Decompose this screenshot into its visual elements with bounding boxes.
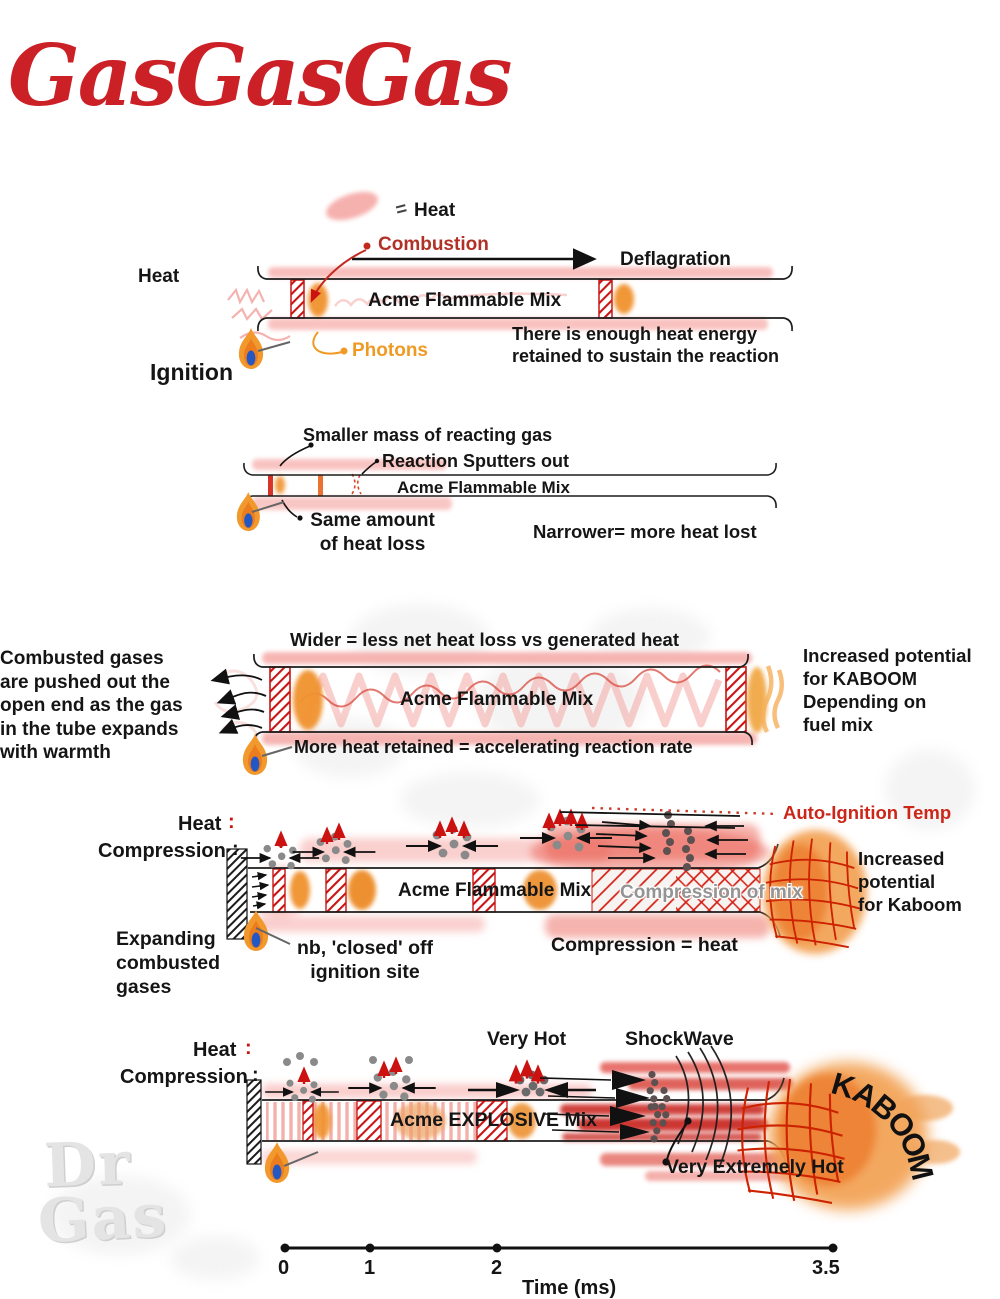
compression-label-5: Compression — [120, 1066, 248, 1088]
ghost-scribble — [213, 669, 259, 752]
panel-2-narrow-tube — [236, 442, 777, 531]
inner-arrows — [251, 872, 270, 910]
narrower-label: Narrower= more heat lost — [533, 521, 757, 542]
dense-cluster — [559, 811, 748, 871]
deflagration-label: Deflagration — [620, 249, 731, 270]
compression-heat-label: Compression = heat — [551, 934, 738, 956]
compression-colon-4: : — [232, 838, 239, 860]
very-hot-label: Very Hot — [487, 1028, 567, 1050]
compression-colon-5: : — [252, 1064, 259, 1086]
mix-label-3: Acme Flammable Mix — [400, 689, 594, 710]
timeline-axis — [280, 1243, 838, 1253]
panel-3-wide-tube — [210, 652, 784, 775]
compression-of-mix-label: Compression of mix — [620, 882, 803, 903]
tick-1: 1 — [364, 1257, 376, 1279]
smaller-mass-label: Smaller mass of reacting gas — [303, 425, 553, 445]
heat-loss-label: Same amount of heat loss — [310, 510, 435, 555]
photons-label: Photons — [352, 340, 428, 361]
tube-1 — [257, 265, 793, 332]
tick-0: 0 — [278, 1257, 290, 1279]
page-title: GasGasGas — [8, 26, 512, 125]
heat-colon-4: : — [228, 811, 235, 833]
heat-scribble — [227, 287, 291, 342]
heat-label-4: Heat — [178, 813, 222, 835]
flame-icon — [264, 1142, 290, 1183]
closed-end-wall — [226, 848, 248, 940]
compression-label-4: Compression — [98, 840, 226, 862]
time-axis-label: Time (ms) — [522, 1277, 617, 1299]
sputters-label: Reaction Sputters out — [382, 451, 570, 471]
heat-top-label: Heat — [414, 200, 456, 221]
mix-scribble — [301, 672, 723, 728]
shockwave-cluster — [539, 1045, 733, 1169]
closed-end-wall — [246, 1079, 262, 1165]
pushed-out-note: Combusted gases are pushed out the open … — [0, 648, 183, 764]
tick-2: 2 — [491, 1257, 503, 1279]
auto-ignition-dotted-line — [591, 806, 779, 816]
panel-1-deflagration — [227, 191, 793, 369]
background-clouds — [50, 604, 975, 1280]
heat-colon-5: : — [245, 1037, 252, 1059]
watermark-line2: Gas — [36, 1180, 170, 1258]
auto-ignition-label: Auto-Ignition Temp — [783, 802, 952, 823]
shockwave-label: ShockWave — [625, 1028, 734, 1050]
mix-label-2: Acme Flammable Mix — [397, 478, 570, 497]
hot-cluster — [468, 1070, 596, 1098]
closed-off-note: nb, 'closed' off ignition site — [296, 937, 434, 984]
heat-label-5: Heat — [193, 1039, 237, 1061]
heat-left-label: Heat — [138, 266, 180, 287]
ignition-label: Ignition — [150, 359, 234, 385]
mix-label-1: Acme Flammable Mix — [368, 290, 562, 311]
mix-label-5: Acme EXPLOSIVE Mix — [390, 1109, 597, 1131]
sustain-note: There is enough heat energy retained to … — [512, 324, 780, 367]
panel-5-detonation — [246, 1045, 960, 1210]
heat-smudge — [326, 191, 378, 221]
explosion-5 — [736, 1062, 960, 1210]
kaboom-potential-4: Increased potential for Kaboom — [858, 848, 962, 915]
panel-4-compression — [226, 806, 867, 954]
kaboom-potential-3: Increased potential for KABOOM Depending… — [803, 645, 972, 735]
mix-label-4: Acme Flammable Mix — [398, 880, 592, 901]
very-extremely-hot-label: Very Extremely Hot — [666, 1156, 844, 1178]
outflow-arrows — [210, 668, 267, 734]
tick-3_5: 3.5 — [812, 1257, 840, 1279]
more-heat-label: More heat retained = accelerating reacti… — [294, 737, 693, 757]
wider-label: Wider = less net heat loss vs generated … — [290, 629, 679, 650]
sputter-mark — [351, 473, 362, 495]
pressure-waves — [760, 665, 784, 734]
explosion-4 — [763, 830, 867, 954]
combustion-label: Combustion — [378, 234, 489, 255]
expanding-label: Expanding combusted gases — [116, 928, 221, 999]
